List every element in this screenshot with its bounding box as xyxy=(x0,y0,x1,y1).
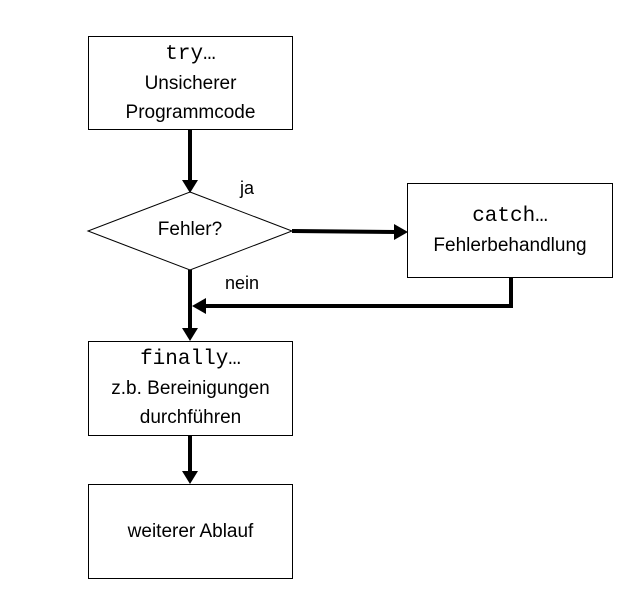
arrowhead-decision-to-catch xyxy=(394,224,408,240)
try-line-1: Unsicherer xyxy=(144,72,237,94)
next-box: weiterer Ablauf xyxy=(88,484,293,579)
no-label: nein xyxy=(225,273,260,293)
catch-line-1: Fehlerbehandlung xyxy=(433,234,587,256)
finally-keyword: finally… xyxy=(140,348,241,371)
arrowhead-decision-to-finally xyxy=(182,328,198,341)
arrowhead-catch-to-finally xyxy=(192,298,206,314)
arrow-catch-to-finally xyxy=(204,277,513,308)
arrow-decision-to-catch xyxy=(291,229,397,234)
yes-label: ja xyxy=(240,178,255,198)
finally-box: finally… z.b. Bereinigungen durchführen xyxy=(88,341,293,436)
arrowhead-finally-to-next xyxy=(182,471,198,484)
catch-keyword: catch… xyxy=(472,204,548,228)
catch-box: catch… Fehlerbehandlung xyxy=(407,183,613,278)
decision-label: Fehler? xyxy=(157,219,223,240)
finally-line-2: durchführen xyxy=(139,407,242,428)
try-box: try… Unsicherer Programmcode xyxy=(88,36,293,130)
try-line-2: Programmcode xyxy=(125,101,256,123)
next-line-1: weiterer Ablauf xyxy=(127,521,254,542)
arrowhead-try-to-decision xyxy=(182,180,198,193)
try-keyword: try… xyxy=(165,42,216,66)
finally-line-1: z.b. Bereinigungen xyxy=(111,378,270,399)
